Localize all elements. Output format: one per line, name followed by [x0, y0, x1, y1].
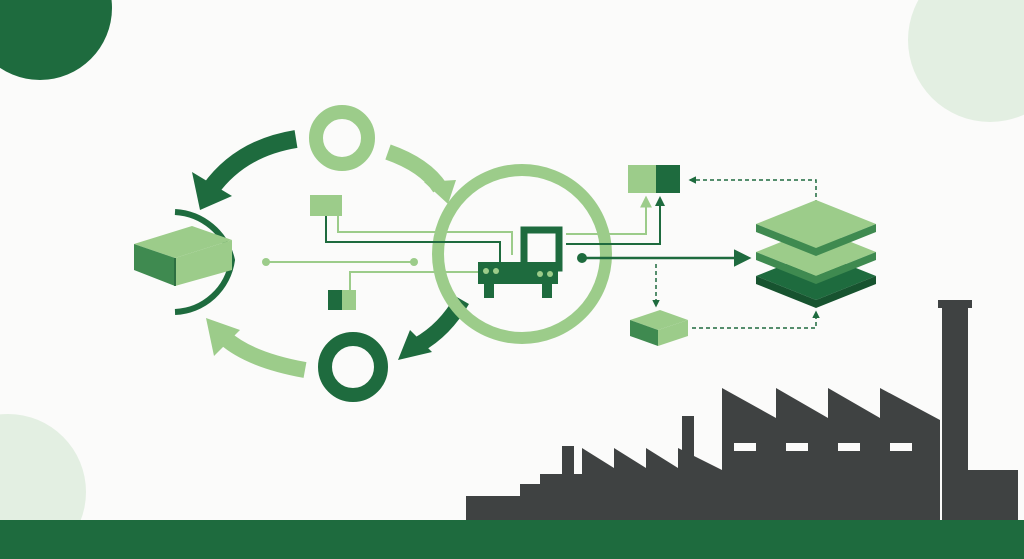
truck-light-3	[537, 271, 543, 277]
connector-to-right-square-light	[566, 195, 652, 235]
small-box-icon	[630, 310, 688, 346]
factory-silhouette-icon	[466, 300, 1018, 520]
factory-annex-right	[966, 470, 1018, 520]
stack-layer-top-side-r	[816, 224, 876, 256]
factory-window	[838, 443, 860, 451]
cycle-arrow-top-left	[202, 130, 298, 196]
factory-step-3	[540, 474, 586, 486]
connector-top-square-light	[337, 216, 513, 255]
stack-layer-bottom-side	[756, 276, 816, 308]
stack-layer-top-side	[756, 224, 816, 256]
cycle-arrowhead-top-right	[424, 180, 456, 204]
truck-icon	[478, 226, 563, 298]
factory-windows	[734, 443, 912, 451]
corner-blob-top-right	[908, 0, 1024, 122]
small-box-side	[658, 320, 688, 346]
connector-hub-dot	[577, 253, 587, 263]
factory-window	[890, 443, 912, 451]
connector-node-right	[410, 258, 418, 266]
connector-top-square-dark	[325, 216, 501, 262]
stack-layer-mid-side	[756, 252, 816, 284]
bottom-node-ring	[318, 332, 388, 402]
top-light-square	[310, 195, 342, 216]
small-box-top	[630, 310, 688, 330]
connector-node-left	[262, 258, 270, 266]
factory-chimney-cap	[938, 300, 972, 308]
truck-light-4	[547, 271, 553, 277]
factory-step-1	[466, 496, 586, 520]
connector-dashed-box-to-stack	[692, 310, 820, 329]
truck-wheel-left	[484, 284, 494, 298]
stack-layer-bottom-side-r	[816, 276, 876, 308]
connector-small-square	[349, 271, 478, 290]
connector-dashed-stack-to-square	[688, 176, 817, 204]
ground-strip	[0, 520, 1024, 559]
connector-lines	[262, 176, 820, 329]
factory-left-building	[582, 448, 722, 520]
cycle-arrow-bottom-left	[219, 331, 307, 378]
right-top-square-dark	[656, 165, 680, 193]
box-front-face	[134, 244, 175, 286]
small-box-front	[630, 320, 658, 346]
layered-stack-icon	[756, 200, 876, 308]
cycle-arrowhead-top-left	[192, 172, 232, 210]
box-icon	[134, 209, 236, 315]
truck-light-1	[483, 268, 489, 274]
factory-window	[786, 443, 808, 451]
small-square-dark	[328, 290, 342, 310]
box-side-face	[175, 240, 232, 286]
stack-layer-top-top	[756, 200, 876, 248]
factory-step-2	[520, 484, 586, 498]
truck-wheel-right	[542, 284, 552, 298]
truck-light-2	[493, 268, 499, 274]
cycle-arrowhead-bottom-right	[398, 330, 432, 360]
factory-main-building	[722, 388, 940, 520]
factory-chimney-tall	[942, 305, 968, 520]
truck-body	[478, 262, 558, 284]
factory-window	[734, 443, 756, 451]
corner-blob-top-left	[0, 0, 112, 80]
right-top-square-light	[628, 165, 656, 193]
top-node-ring	[309, 105, 375, 171]
small-square-light	[342, 290, 356, 310]
box-top-face	[134, 226, 232, 258]
connector-to-right-square-dark	[566, 196, 665, 245]
stack-layer-mid-side-r	[816, 252, 876, 284]
cycle-arrowhead-bottom-left	[206, 318, 240, 356]
central-hub-ring	[432, 164, 612, 344]
